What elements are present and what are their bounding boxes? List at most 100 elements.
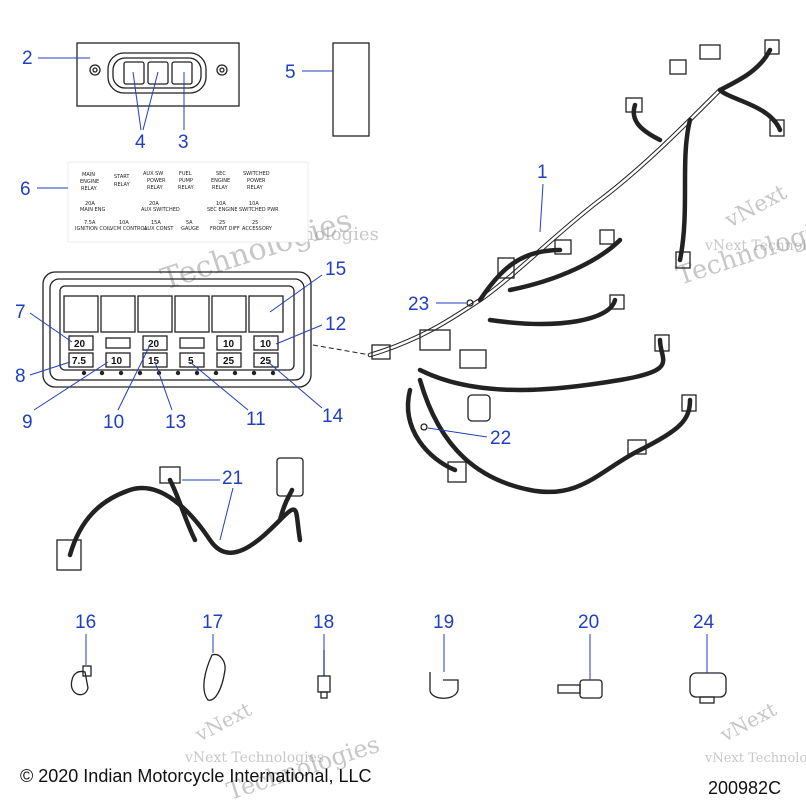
callout-17[interactable]: 17: [202, 612, 223, 633]
fuse-bot-1: 7.5: [72, 356, 86, 367]
assembly-dash-line: [312, 344, 371, 356]
relay-label-3b: POWER: [147, 178, 166, 184]
leader-4b: [142, 71, 159, 131]
callout-13[interactable]: 13: [165, 412, 186, 433]
leader-15: [269, 274, 323, 313]
fuse-bot-1-rating: 7.5A: [84, 220, 96, 226]
callout-10[interactable]: 10: [103, 412, 124, 433]
relay-label-1c: RELAY: [81, 186, 98, 192]
fuse-bot-6-desc: ACCESSORY: [242, 226, 273, 232]
relay-label-6c: RELAY: [247, 185, 264, 191]
callout-5[interactable]: 5: [285, 62, 296, 83]
watermark-group: vNext Technologies vNext Technologies vN…: [157, 170, 806, 806]
callout-4[interactable]: 4: [135, 132, 146, 153]
fuse-bot-2-desc: VCM CONTROL: [110, 226, 147, 232]
fuse-bot-5: 25: [223, 356, 235, 367]
fuse-bot-6: 25: [260, 356, 272, 367]
leader-14: [267, 361, 323, 409]
relay-labels: MAIN ENGINE RELAY START RELAY AUX SW POW…: [80, 171, 270, 192]
leader-9: [33, 361, 109, 411]
part-16-clamp[interactable]: [70, 665, 92, 696]
relay-label-5b: ENGINE: [211, 178, 230, 184]
relay-label-1b: ENGINE: [80, 179, 99, 185]
fuse-bot-1-desc: IGNITION COIL: [75, 226, 111, 232]
watermark-brand: vNext: [190, 697, 255, 747]
relay-label-4c: RELAY: [178, 185, 195, 191]
main-wire-harness[interactable]: [367, 39, 785, 495]
callout-1[interactable]: 1: [537, 162, 548, 183]
callout-7[interactable]: 7: [15, 302, 26, 323]
fuse-box[interactable]: 20 20 10 10 7.5 10 15 5 25 25: [42, 271, 312, 388]
callout-21[interactable]: 21: [222, 468, 243, 489]
callout-24[interactable]: 24: [693, 612, 715, 633]
fuse-labels-top: 20A MAIN ENG 20A AUX SWITCHED 10A SEC EN…: [80, 201, 279, 213]
watermark-brand: vNext: [720, 180, 791, 234]
fuse-bot-5-rating: 25: [219, 220, 225, 226]
jumper-harness[interactable]: [56, 457, 304, 571]
watermark-brand: vNext: [715, 697, 780, 747]
leader-1: [539, 183, 544, 233]
part-20-connector[interactable]: [557, 679, 603, 699]
leader-11: [189, 361, 249, 411]
fuse-bot-3-rating: 15A: [151, 220, 161, 226]
leader-21b: [219, 487, 234, 541]
relay-label-5a: SEC: [216, 171, 226, 177]
copyright-text: © 2020 Indian Motorcycle International, …: [20, 766, 371, 786]
fuse-bot-3-desc: AUX CONST: [144, 226, 174, 232]
relay-holder[interactable]: [76, 42, 240, 107]
relay-label-3c: RELAY: [147, 185, 164, 191]
callout-9[interactable]: 9: [22, 412, 33, 433]
fuse-top-5: 10: [223, 339, 235, 350]
relay-label-5c: RELAY: [212, 185, 229, 191]
leader-10: [117, 344, 151, 411]
relay-label-6b: POWER: [247, 178, 266, 184]
part-19-p-clip[interactable]: [429, 672, 459, 699]
leader-4a: [132, 71, 142, 131]
fuse-bot-4-rating: 5A: [186, 220, 193, 226]
callout-12[interactable]: 12: [325, 314, 346, 335]
part-22-grommet[interactable]: [420, 423, 428, 431]
label-plate[interactable]: [332, 42, 370, 137]
fuse-top-1-rating: 20A: [85, 201, 95, 207]
callout-15[interactable]: 15: [325, 259, 346, 280]
fuse-bot-2: 10: [111, 356, 123, 367]
fuse-bot-2-rating: 10A: [119, 220, 129, 226]
callout-19[interactable]: 19: [433, 612, 454, 633]
fuse-top-2-desc: AUX SWITCHED: [141, 207, 180, 213]
part-23-grommet[interactable]: [466, 299, 474, 307]
relay-label-6a: SWITCHED: [243, 171, 270, 177]
relay-label-4b: PUMP: [179, 178, 193, 184]
callout-6[interactable]: 6: [20, 179, 31, 200]
callout-11[interactable]: 11: [246, 409, 266, 430]
callout-22[interactable]: 22: [490, 428, 511, 449]
relay-label-4a: FUEL: [179, 171, 192, 177]
leader-22: [427, 427, 488, 438]
fuse-top-3-rating: 10A: [216, 201, 226, 207]
relay-fuse-decal[interactable]: MAIN ENGINE RELAY START RELAY AUX SW POW…: [67, 161, 309, 243]
part-17-cable-tie[interactable]: [203, 653, 226, 701]
relay-label-1a: MAIN: [82, 172, 95, 178]
callout-23[interactable]: 23: [408, 294, 429, 315]
callout-14[interactable]: 14: [322, 406, 344, 427]
callout-20[interactable]: 20: [578, 612, 599, 633]
fuse-bot-3: 15: [148, 356, 160, 367]
callout-16[interactable]: 16: [75, 612, 96, 633]
watermark-text: vNext Technologies: [704, 238, 806, 254]
relay-label-2a: START: [114, 174, 130, 180]
callout-3[interactable]: 3: [178, 132, 189, 153]
fuse-top-3-desc: SEC ENGINE: [207, 207, 238, 213]
fuse-top-6: 10: [260, 339, 272, 350]
callout-18[interactable]: 18: [313, 612, 334, 633]
fuse-top-1-desc: MAIN ENG: [80, 207, 105, 213]
callout-2[interactable]: 2: [22, 48, 33, 69]
fuse-top-3: 20: [148, 339, 160, 350]
drawing-number: 200982C: [708, 778, 781, 798]
callout-8[interactable]: 8: [15, 366, 26, 387]
watermark-text: vNext Technologies: [184, 750, 324, 766]
part-24-connector-boot[interactable]: [689, 672, 727, 704]
leader-8: [29, 361, 71, 376]
fuse-bot-5-desc: FRONT DIFF: [210, 226, 240, 232]
fuse-top-1: 20: [74, 339, 86, 350]
leader-13: [154, 361, 173, 411]
